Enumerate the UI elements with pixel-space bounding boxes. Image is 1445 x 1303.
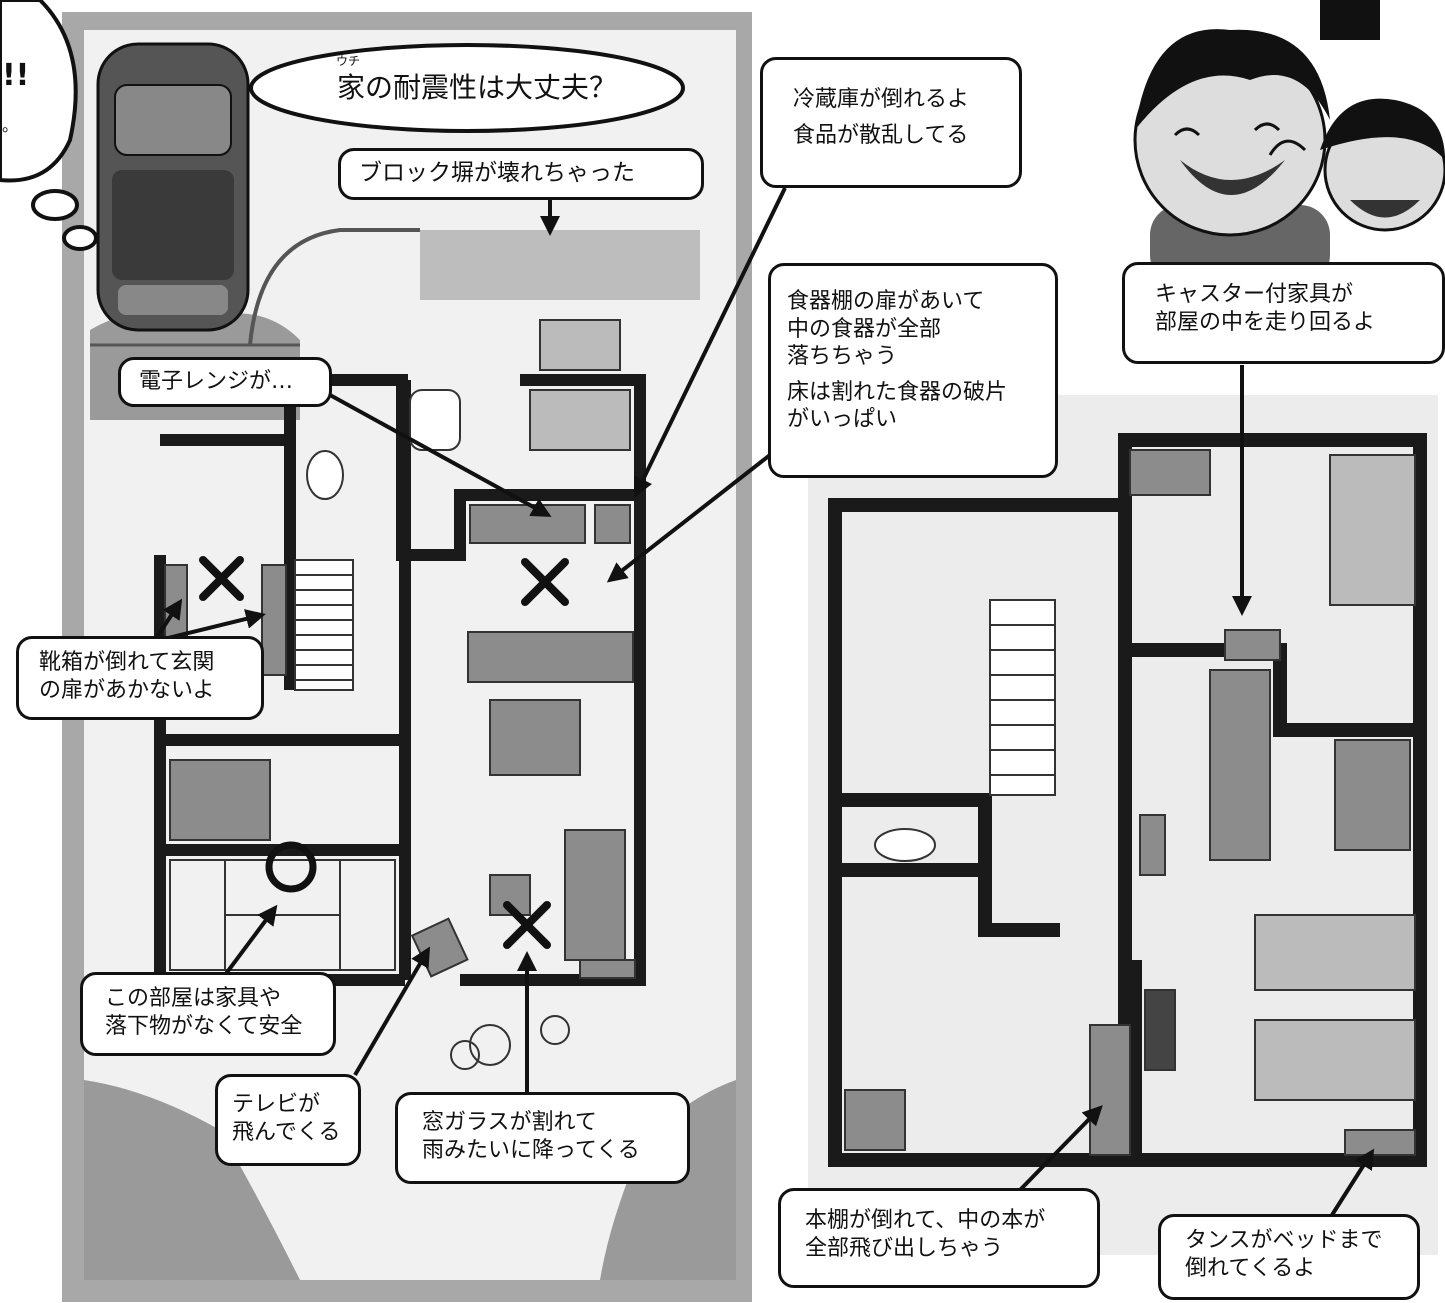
- callout-dish-cabinet: 食器棚の扉があいて 中の食器が全部 落ちちゃう 床は割れた食器の破片 がいっぱい: [768, 263, 1058, 478]
- callout-line: の扉があかないよ: [39, 677, 215, 703]
- callout-bookshelf: 本棚が倒れて、中の本が 全部飛び出しちゃう: [778, 1188, 1100, 1288]
- thought-mark: !!: [2, 58, 30, 93]
- ground-floor-plan: [62, 12, 752, 1302]
- danger-mark-living: [503, 901, 551, 949]
- callout-line: 落下物がなくて安全: [105, 1013, 303, 1039]
- callout-line: テレビが: [232, 1092, 321, 1117]
- callout-line: タンスがベッドまで: [1185, 1228, 1383, 1253]
- callout-text: ブロック塀が壊れちゃった: [359, 160, 635, 186]
- callout-wardrobe: タンスがベッドまで 倒れてくるよ: [1158, 1214, 1420, 1300]
- callout-caster: キャスター付家具が 部屋の中を走り回るよ: [1122, 262, 1445, 364]
- callout-text: 電子レンジが…: [139, 369, 294, 394]
- callout-line: 全部飛び出しちゃう: [805, 1235, 1004, 1261]
- callout-line: 雨みたいに降ってくる: [422, 1137, 640, 1163]
- thought-bubble: [0, 0, 98, 251]
- danger-mark-entrance: [199, 556, 244, 601]
- callout-line: 食器棚の扉があいて: [787, 289, 985, 314]
- callout-line: 床は割れた食器の破片: [787, 379, 1008, 405]
- callout-line: 部屋の中を走り回るよ: [1155, 309, 1376, 335]
- callout-line: 窓ガラスが割れて: [422, 1110, 597, 1135]
- title-bubble: [249, 43, 685, 133]
- thought-dot: 。: [2, 116, 19, 135]
- callout-line: 落ちちゃう: [787, 344, 898, 369]
- danger-marks: [199, 556, 569, 949]
- callout-line: 冷蔵庫が倒れるよ: [793, 87, 970, 112]
- children-illustration: [1133, 0, 1445, 285]
- callout-line: キャスター付家具が: [1155, 282, 1354, 307]
- callout-window: 窓ガラスが割れて 雨みたいに降ってくる: [395, 1092, 690, 1184]
- callout-block-wall: ブロック塀が壊れちゃった: [338, 148, 704, 200]
- callout-line: 食品が散乱してる: [793, 122, 969, 148]
- upper-floor-plan: [808, 395, 1438, 1255]
- callout-line: 中の食器が全部: [787, 316, 942, 342]
- page-title: 家の耐震性は大丈夫？: [337, 71, 618, 104]
- title-ruby: ウチ: [336, 54, 361, 68]
- callout-line: 倒れてくるよ: [1185, 1255, 1316, 1281]
- danger-mark-kitchen: [521, 558, 569, 606]
- callout-shoe-box: 靴箱が倒れて玄関 の扉があかないよ: [16, 636, 264, 720]
- callout-line: 飛んでくる: [232, 1119, 341, 1145]
- callout-fridge: 冷蔵庫が倒れるよ 食品が散乱してる: [760, 57, 1022, 188]
- callout-line: この部屋は家具や: [105, 986, 282, 1011]
- car-icon: [96, 42, 250, 332]
- callout-line: 靴箱が倒れて玄関: [39, 650, 215, 675]
- callout-safe-room: この部屋は家具や 落下物がなくて安全: [80, 972, 336, 1056]
- callout-line: がいっぱい: [787, 407, 898, 432]
- safe-mark: [265, 841, 317, 893]
- callout-arrows: [153, 187, 1375, 1217]
- callout-tv: テレビが 飛んでくる: [215, 1074, 361, 1166]
- callout-microwave: 電子レンジが…: [118, 357, 332, 407]
- callout-line: 本棚が倒れて、中の本が: [805, 1208, 1046, 1233]
